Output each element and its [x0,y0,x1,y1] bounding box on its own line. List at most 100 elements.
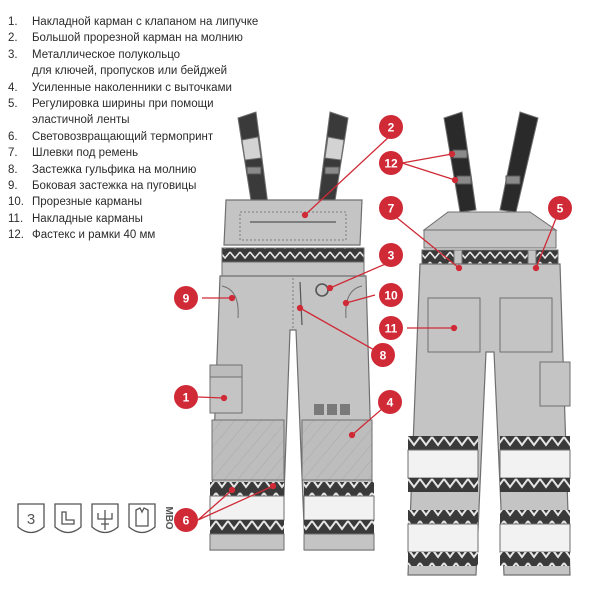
front-strap-right [317,111,349,208]
legend-text: Накладной карман с клапаном на липучке [32,16,259,28]
legend-item: 7. Шлевки под ремень [8,145,258,161]
legend-item: для ключей, пропусков или бейджей [8,63,258,79]
callout-circle [379,151,403,175]
back-strap-right [499,111,539,213]
callout-number: 5 [557,202,564,216]
legend-number: 11. [8,212,24,225]
callout-10: 10 [379,283,403,307]
legend-text: для ключей, пропусков или бейджей [32,65,228,78]
legend-text: Боковая застежка на пуговицы [32,180,197,193]
callout-circle [174,385,198,409]
front-bib-zip-pocket [239,211,347,241]
back-strap-left [443,111,477,213]
legend-number: 8. [8,163,18,176]
callout-7: 7 [379,196,403,220]
legend-text: Прорезные карманы [32,196,143,209]
certification-badges [17,503,156,534]
callout-number: 12 [384,157,398,171]
legend-item: 5. Регулировка ширины при помощи [8,96,258,112]
legend-text: Фастекс и рамки 40 мм [32,229,156,242]
front-view [209,111,375,551]
callout-circle [379,316,403,340]
legend-item: 10. Прорезные карманы [8,194,258,210]
front-print-icons [314,404,350,415]
callout-circle [548,196,572,220]
front-side-pocket-left [221,285,239,319]
front-strap-left [237,111,269,208]
callout-5: 5 [548,196,572,220]
callout-circle [371,343,395,367]
protection-class-shield-icon [17,503,45,534]
front-side-pocket-right [345,285,363,319]
callout-2: 2 [379,115,403,139]
legend-item: 6. Световозвращающий термопринт [8,129,258,145]
callout-number: 9 [183,292,190,306]
legend-text: Накладные карманы [32,212,143,225]
back-view [407,111,571,576]
legend-number: 4. [8,81,18,94]
legend-number: 5. [8,98,18,111]
back-cargo-pocket [539,361,571,407]
callout-4: 4 [378,390,402,414]
callout-12: 12 [379,151,403,175]
trident-shield-icon [91,503,119,534]
legend-item: эластичной ленты [8,112,258,128]
legend-text: Застежка гульфика на молнию [32,163,197,176]
legend-number: 12. [8,229,24,242]
legend-number: 9. [8,180,18,193]
callout-circle [378,390,402,414]
back-bib [423,229,557,249]
legend-text: Металлическое полукольцо [32,48,181,61]
legend-number: 7. [8,147,18,160]
boot-shield-icon [54,503,82,534]
callout-number: 7 [388,202,395,216]
callout-circle [174,286,198,310]
legend-item: 1. Накладной карман с клапаном на липучке [8,14,258,30]
callout-circle [379,283,403,307]
callout-number: 1 [183,391,190,405]
legend-number: 2. [8,32,18,45]
legend-number: 10. [8,196,24,209]
vest-shield-icon [128,503,156,534]
callout-number: 4 [387,396,394,410]
callout-circle [174,508,198,532]
legend-item: 2.Большой прорезной карман на молнию [8,30,258,46]
callout-8: 8 [371,343,395,367]
callout-number: 11 [385,322,398,336]
feature-legend: 1. Накладной карман с клапаном на липучке… [8,14,258,244]
back-waist-band [421,249,559,265]
callout-1: 1 [174,385,198,409]
legend-item: 8. Застежка гульфика на молнию [8,162,258,178]
mvo-mark: МВО [163,506,174,529]
legend-text: Регулировка ширины при помощи [32,98,214,111]
legend-number: 6. [8,130,18,143]
callout-3: 3 [379,243,403,267]
front-waist-band [221,247,365,263]
callout-number: 3 [388,249,395,263]
callout-6: 6 [174,508,198,532]
front-knee-pad-right [301,419,373,481]
legend-item: 11. Накладные карманы [8,211,258,227]
back-patch-pocket-right [499,297,553,353]
legend-item: 12. Фастекс и рамки 40 мм [8,227,258,243]
callout-circle [379,115,403,139]
callout-number: 6 [183,514,190,528]
callout-11: 11 [379,316,403,340]
protection-class-number: 3 [27,511,35,528]
front-knee-pad-left [211,419,285,481]
callout-number: 10 [384,289,398,303]
leader-lines [197,134,558,521]
callout-circle [379,196,403,220]
legend-number: 1. [8,16,18,28]
legend-text: Световозвращающий термопринт [32,130,214,143]
front-reflective-bands [209,482,375,551]
callout-circle [379,243,403,267]
legend-item: 4.Усиленные наколенники с выточками [8,80,258,96]
legend-text: Шлевки под ремень [32,147,139,160]
callout-number: 8 [380,349,387,363]
callout-number: 2 [388,121,395,135]
legend-item: 9. Боковая застежка на пуговицы [8,178,258,194]
